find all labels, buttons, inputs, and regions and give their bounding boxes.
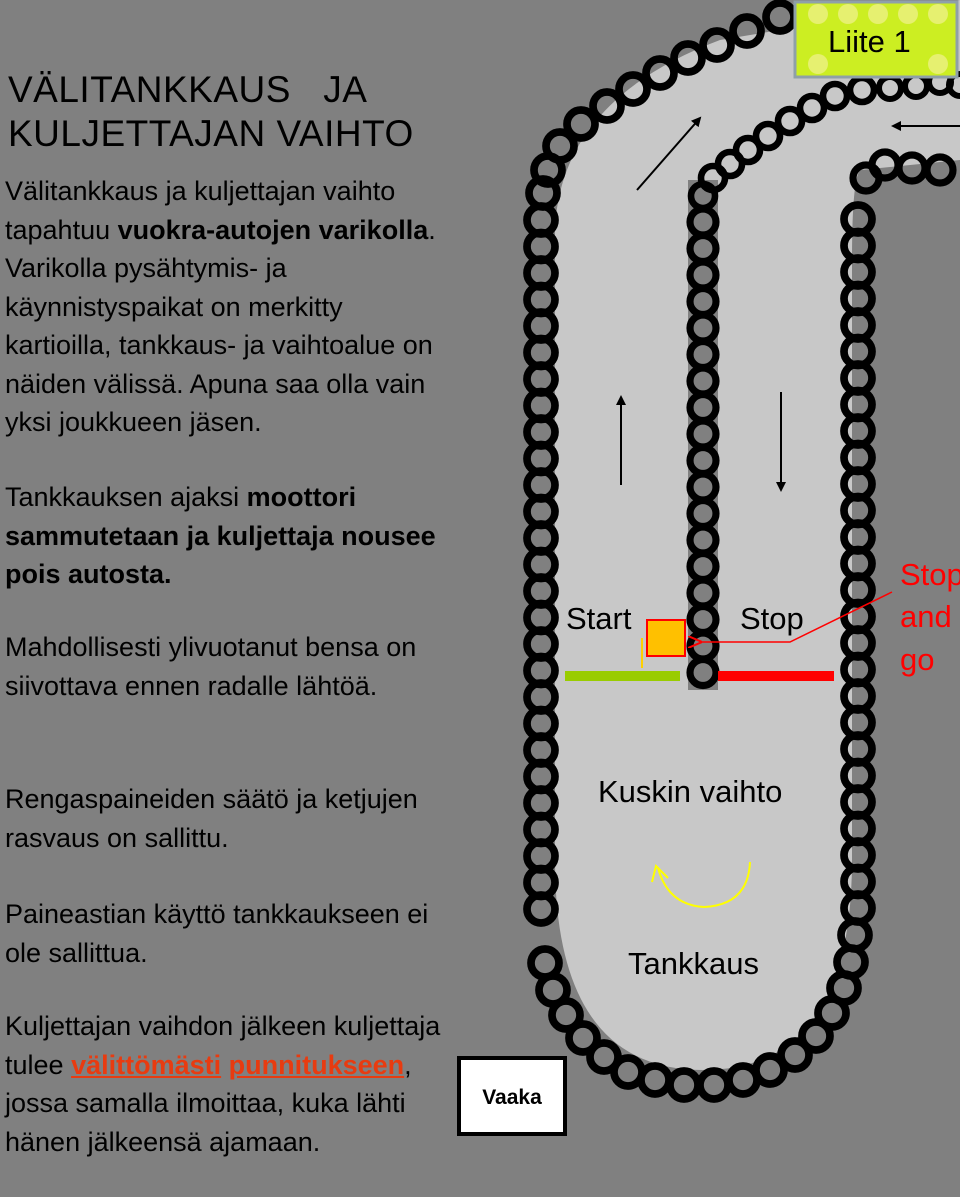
tire-icon <box>796 92 828 124</box>
turnaround-arrow-icon <box>657 861 751 909</box>
tire-icon <box>686 655 720 690</box>
tire-icon <box>523 891 559 927</box>
tire-icon <box>840 201 876 237</box>
entry-arrow-icon <box>636 116 702 191</box>
paragraph-spill: Mahdollisesti ylivuotanut bensa on siivo… <box>5 632 417 701</box>
paragraph-tyre-pressure: Rengaspaineiden säätö ja ketjujen rasvau… <box>5 784 418 853</box>
paragraph-text: Kuljettajan vaihdon jälkeen kuljettaja t… <box>5 1011 441 1080</box>
emphasis-engine-off: moottori sammutetaan ja kuljettaja nouse… <box>5 482 436 589</box>
stop-marker <box>646 619 686 657</box>
tire-icon <box>666 1067 702 1103</box>
stop-and-go-label-3: go <box>900 642 934 677</box>
paragraph-engine-off: Tankkauksen ajaksi moottori sammutetaan … <box>5 478 455 594</box>
tire-icon <box>923 153 957 187</box>
tire-icon <box>615 71 651 107</box>
paragraph-weighing: Kuljettajan vaihdon jälkeen kuljettaja t… <box>5 1007 455 1161</box>
paragraph-pressure-vessel: Paineastian käyttö tankkaukseen ei ole s… <box>5 899 429 968</box>
tire-icon <box>565 1020 601 1056</box>
paragraph-text: Tankkauksen ajaksi <box>5 482 247 512</box>
link-weighing[interactable]: punnitukseen <box>228 1049 405 1080</box>
appendix-badge-label: Liite 1 <box>828 24 911 59</box>
scale-box: Vaaka <box>457 1056 567 1136</box>
page-title: VÄLITANKKAUS JA KULJETTAJAN VAIHTO <box>8 68 448 156</box>
scale-label: Vaaka <box>482 1086 542 1109</box>
tire-icon <box>696 1067 732 1103</box>
tire-icon <box>752 1052 788 1088</box>
title-line-2: KULJETTAJAN VAIHTO <box>8 113 414 154</box>
tire-icon <box>762 0 798 35</box>
tire-icon <box>752 120 784 152</box>
paragraph-pit-location: Välitankkaus ja kuljettajan vaihto tapah… <box>5 172 455 442</box>
tire-icon <box>548 997 584 1033</box>
stop-label: Stop <box>740 601 804 636</box>
tire-icon <box>563 106 599 142</box>
start-label: Start <box>566 601 632 636</box>
paragraph-text: . Varikolla pysähtymis- ja käynnistyspai… <box>5 214 436 438</box>
emphasis-rental-pits: vuokra-autojen varikolla <box>117 214 429 245</box>
refuel-label: Tankkaus <box>628 946 759 981</box>
stop-and-go-pointer <box>700 591 893 642</box>
tire-barrier <box>523 0 960 1103</box>
tire-icon <box>670 40 706 76</box>
appendix-badge: Liite 1 <box>793 0 959 79</box>
track-surface <box>555 0 960 1070</box>
paragraph-text: Välitankkaus ja kuljettajan vaihto tapah… <box>5 176 396 245</box>
tire-icon <box>637 1062 673 1098</box>
link-immediately[interactable]: välittömästi <box>71 1049 222 1080</box>
driver-change-label: Kuskin vaihto <box>598 774 782 809</box>
turnaround-arrowhead <box>651 864 669 883</box>
tire-icon <box>589 88 625 124</box>
tire-icon <box>642 55 678 91</box>
tire-icon <box>774 105 806 137</box>
tire-icon <box>777 1037 813 1073</box>
paragraph-text: , jossa samalla ilmoittaa, kuka lähti hä… <box>5 1049 412 1157</box>
tire-icon <box>586 1039 622 1075</box>
tire-icon <box>819 80 851 112</box>
tire-icon <box>798 1018 834 1054</box>
stop-and-go-label-2: and <box>900 599 952 634</box>
tire-icon <box>699 27 735 63</box>
title-line-1: VÄLITANKKAUS JA <box>8 69 368 110</box>
tire-icon <box>729 13 765 49</box>
stop-and-go-label-1: Stop <box>900 557 960 592</box>
